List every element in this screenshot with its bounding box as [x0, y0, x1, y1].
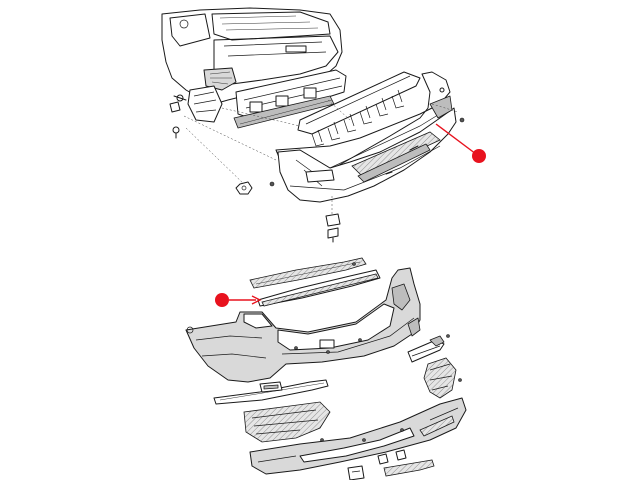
callout-leader: [435, 123, 477, 155]
rear-window: [211, 11, 331, 41]
screw: [459, 117, 465, 123]
lower-bracket-left: [243, 401, 331, 443]
fasteners-top: [169, 101, 465, 243]
side-window: [169, 13, 211, 47]
nut: [235, 181, 253, 195]
energy-absorber-top: [297, 71, 421, 147]
callout-1: [435, 123, 486, 163]
red-dot: [472, 149, 486, 163]
step-pad: [257, 269, 381, 307]
clip: [172, 126, 180, 134]
bracket: [303, 87, 317, 99]
license-pocket: [319, 339, 335, 349]
side-bracket: [187, 85, 223, 123]
assembly-leaders-top: [183, 99, 459, 220]
bracket: [275, 95, 289, 107]
bumper-fascia: [185, 267, 421, 383]
screw: [269, 181, 275, 187]
license-lamp: [285, 45, 307, 53]
tail-lamp-left: [203, 67, 237, 91]
upper-trim-strip: [249, 257, 367, 289]
side-bracket-right: [423, 357, 462, 399]
lower-trim-strip: [377, 449, 435, 477]
bracket: [249, 101, 263, 113]
push-pin: [169, 101, 181, 113]
red-dot: [215, 293, 229, 307]
tow-hook-cover: [347, 465, 365, 480]
reflector-left: [259, 381, 283, 393]
retainer: [325, 213, 341, 227]
vehicle-rear-assembly: [161, 7, 347, 129]
side-trim-right: [407, 334, 450, 363]
lower-valance: [249, 397, 467, 475]
callout-2: [215, 293, 262, 307]
arrow-head: [251, 295, 262, 305]
